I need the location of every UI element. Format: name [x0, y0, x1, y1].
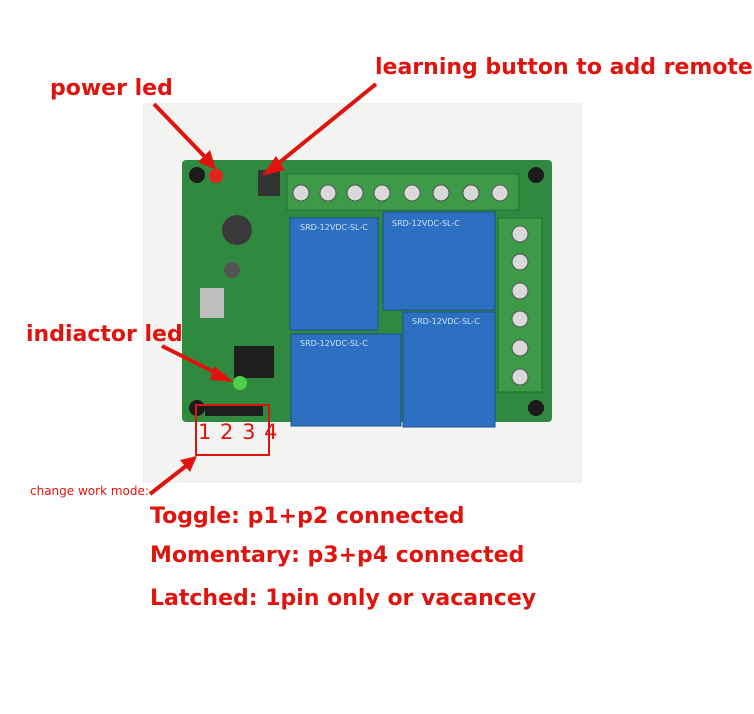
crystal — [200, 288, 224, 318]
pin-numbers: 1 2 3 4 — [198, 420, 279, 444]
capacitor-small — [224, 262, 240, 278]
indicator-led — [233, 376, 247, 390]
mode-pins — [205, 404, 263, 416]
annotation-arrows — [148, 82, 378, 496]
learning-button-label: learning button to add remote — [375, 55, 753, 80]
relay-markings: SRD-12VDC-SL-C SRD-12VDC-SL-C SRD-12VDC-… — [300, 219, 480, 348]
relays — [289, 211, 496, 428]
indicator-led-label: indiactor led — [26, 322, 183, 347]
mode-latched: Latched: 1pin only or vacancey — [150, 586, 537, 611]
svg-text:SRD-12VDC-SL-C: SRD-12VDC-SL-C — [412, 317, 480, 326]
top-terminal-block — [286, 173, 520, 211]
svg-text:SRD-12VDC-SL-C: SRD-12VDC-SL-C — [300, 223, 368, 232]
right-terminal-block — [497, 217, 543, 393]
pin-highlight-box — [195, 404, 270, 456]
change-mode-label: change work mode: — [30, 484, 149, 498]
chip — [234, 346, 274, 378]
learning-button — [258, 170, 280, 196]
power-led-label: power led — [50, 76, 173, 101]
mode-momentary: Momentary: p3+p4 connected — [150, 543, 525, 568]
svg-text:SRD-12VDC-SL-C: SRD-12VDC-SL-C — [392, 219, 460, 228]
mode-toggle: Toggle: p1+p2 connected — [150, 504, 465, 529]
svg-text:SRD-12VDC-SL-C: SRD-12VDC-SL-C — [300, 339, 368, 348]
power-led — [209, 169, 223, 183]
capacitor — [222, 215, 252, 245]
